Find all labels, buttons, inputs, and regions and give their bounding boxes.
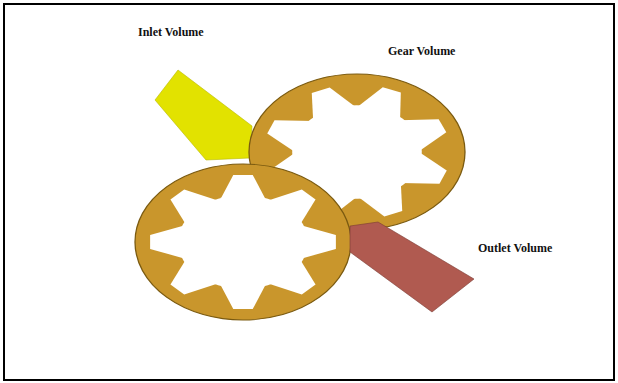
part-label: Outlet Volume — [478, 241, 552, 255]
inlet-volume — [155, 70, 252, 160]
lower-gear — [135, 164, 351, 320]
outlet-volume — [350, 222, 474, 312]
frame — [4, 4, 614, 380]
part-label: Inlet Volume — [138, 25, 204, 39]
part-label: Gear Volume — [388, 44, 455, 58]
